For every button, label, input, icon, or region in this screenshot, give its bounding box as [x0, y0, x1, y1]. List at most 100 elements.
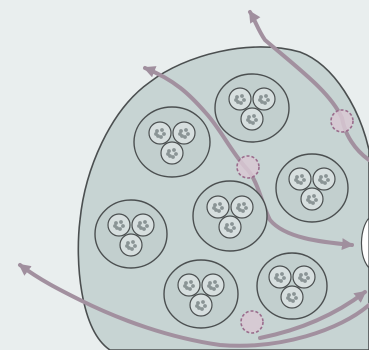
axon-dot	[312, 194, 316, 198]
axon-dot	[311, 201, 315, 205]
axon-dot	[143, 220, 147, 224]
node-bottom	[241, 311, 263, 333]
fiber-bundle	[161, 142, 183, 164]
axon-dot	[142, 227, 146, 231]
axon-dot	[113, 224, 117, 228]
fiber-bundle	[202, 274, 224, 296]
axon-dot	[159, 135, 163, 139]
axon-dot	[212, 287, 216, 291]
axon-dot	[118, 227, 122, 231]
axon-dot	[303, 279, 307, 283]
axon-dot	[178, 132, 182, 136]
node-right	[331, 110, 353, 132]
fiber-bundle	[132, 214, 154, 236]
fiber-bundle	[293, 266, 315, 288]
axon-dot	[224, 226, 228, 230]
axon-dot	[215, 284, 219, 288]
axon-dot	[299, 181, 303, 185]
axon-dot	[119, 220, 123, 224]
axon-dot	[246, 118, 250, 122]
axon-dot	[294, 178, 298, 182]
axon-dot	[304, 272, 308, 276]
fiber-bundle	[313, 168, 335, 190]
axon-dot	[218, 202, 222, 206]
axon-dot	[171, 155, 175, 159]
axon-dot	[251, 121, 255, 125]
axon-dot	[131, 240, 135, 244]
fiber-bundle	[301, 188, 323, 210]
axon-dot	[254, 118, 258, 122]
axon-dot	[195, 304, 199, 308]
axon-dot	[264, 94, 268, 98]
axon-dot	[263, 101, 267, 105]
fiber-bundle	[231, 196, 253, 218]
fascicle	[215, 74, 289, 142]
fascicle	[193, 181, 267, 251]
axon-dot	[174, 152, 178, 156]
axon-dot	[125, 244, 129, 248]
axon-dot	[212, 206, 216, 210]
fiber-bundle	[253, 88, 275, 110]
axon-dot	[213, 280, 217, 284]
axon-dot	[133, 244, 137, 248]
axon-dot	[220, 206, 224, 210]
axon-dot	[306, 276, 310, 280]
fiber-bundle	[289, 168, 311, 190]
fiber-bundle	[241, 108, 263, 130]
axon-dot	[302, 178, 306, 182]
axon-dot	[240, 94, 244, 98]
fascicle	[257, 253, 327, 319]
axon-dot	[184, 128, 188, 132]
axon-dot	[183, 135, 187, 139]
axon-dot	[241, 209, 245, 213]
axon-dot	[242, 202, 246, 206]
axon-dot	[291, 299, 295, 303]
axon-dot	[279, 279, 283, 283]
axon-dot	[324, 174, 328, 178]
axon-dot	[280, 272, 284, 276]
fascicle	[276, 154, 348, 222]
fiber-bundle	[281, 286, 303, 308]
fiber-bundle	[269, 266, 291, 288]
axon-dot	[183, 284, 187, 288]
axon-dot	[145, 224, 149, 228]
axon-dot	[166, 152, 170, 156]
axon-dot	[234, 98, 238, 102]
axon-dot	[252, 114, 256, 118]
axon-dot	[326, 178, 330, 182]
axon-dot	[130, 247, 134, 251]
fiber-bundle	[108, 214, 130, 236]
axon-dot	[217, 209, 221, 213]
axon-dot	[201, 300, 205, 304]
axon-dot	[282, 276, 286, 280]
fascicle	[95, 200, 167, 268]
fiber-bundle	[190, 294, 212, 316]
axon-dot	[244, 206, 248, 210]
axon-dot	[172, 148, 176, 152]
axon-dot	[200, 307, 204, 311]
axon-dot	[300, 174, 304, 178]
fiber-bundle	[229, 88, 251, 110]
axon-dot	[314, 198, 318, 202]
fiber-bundle	[207, 196, 229, 218]
axon-dot	[294, 296, 298, 300]
axon-dot	[242, 98, 246, 102]
axon-dot	[160, 128, 164, 132]
axon-dot	[306, 198, 310, 202]
axon-dot	[121, 224, 125, 228]
axon-dot	[286, 296, 290, 300]
axon-dot	[232, 226, 236, 230]
axon-dot	[236, 206, 240, 210]
axon-dot	[239, 101, 243, 105]
axon-dot	[186, 132, 190, 136]
axon-dot	[154, 132, 158, 136]
fiber-bundle	[149, 122, 171, 144]
fascicle	[164, 260, 238, 328]
axon-dot	[137, 224, 141, 228]
axon-dot	[207, 284, 211, 288]
axon-dot	[318, 178, 322, 182]
fiber-bundle	[173, 122, 195, 144]
axon-dot	[230, 222, 234, 226]
axon-dot	[189, 280, 193, 284]
